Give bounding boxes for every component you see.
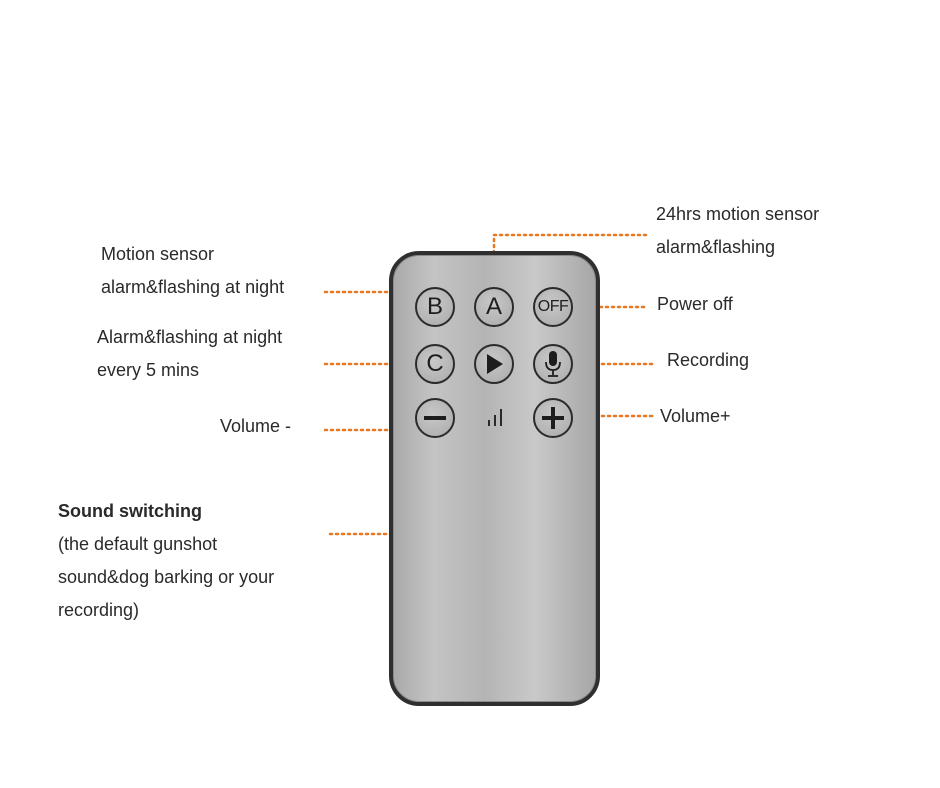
label-sound-switching-line4: recording) [58, 600, 140, 620]
label-volume-down: Volume - [220, 410, 291, 443]
button-volume-up[interactable] [533, 398, 573, 438]
minus-icon [424, 416, 446, 420]
play-icon [487, 354, 503, 374]
label-motion-night-line1: Motion sensor [101, 244, 215, 264]
label-motion-night-line2: alarm&flashing at night [101, 277, 285, 297]
button-volume-down[interactable] [415, 398, 455, 438]
label-motion-24h-line2: alarm&flashing [656, 237, 776, 257]
button-off-label: OFF [537, 298, 569, 315]
microphone-icon [545, 351, 561, 377]
label-power-off-text: Power off [657, 294, 733, 314]
label-alarm-5min-line2: every 5 mins [97, 360, 200, 380]
button-b-label: B [426, 293, 443, 320]
label-alarm-5min-line1: Alarm&flashing at night [97, 327, 283, 347]
button-record[interactable] [533, 344, 573, 384]
button-c[interactable]: C [415, 344, 455, 384]
label-sound-switching-line2: (the default gunshot [58, 534, 218, 554]
label-volume-down-text: Volume - [220, 416, 292, 436]
label-sound-switching-line3: sound&dog barking or your [58, 567, 275, 587]
button-c-label: C [426, 350, 444, 377]
label-sound-switching-title: Sound switching [58, 501, 202, 521]
label-volume-up: Volume+ [660, 400, 731, 433]
label-recording-text: Recording [667, 350, 750, 370]
button-a[interactable]: A [474, 287, 514, 327]
label-volume-up-text: Volume+ [660, 406, 731, 426]
label-sound-switching: Sound switching (the default gunshot sou… [58, 495, 274, 627]
plus-icon [542, 407, 564, 429]
label-recording: Recording [667, 344, 749, 377]
label-motion-24h: 24hrs motion sensor alarm&flashing [656, 198, 819, 264]
button-b[interactable]: B [415, 287, 455, 327]
button-play[interactable] [474, 344, 514, 384]
label-power-off: Power off [657, 288, 733, 321]
button-sound-switch[interactable] [485, 405, 507, 432]
button-off[interactable]: OFF [533, 287, 573, 327]
label-motion-24h-line1: 24hrs motion sensor [656, 204, 820, 224]
button-a-label: A [485, 293, 502, 320]
label-motion-night: Motion sensor alarm&flashing at night [101, 238, 284, 304]
label-alarm-5min: Alarm&flashing at night every 5 mins [97, 321, 282, 387]
signal-bars-icon [488, 409, 502, 426]
remote-control: B A OFF C [389, 251, 600, 706]
